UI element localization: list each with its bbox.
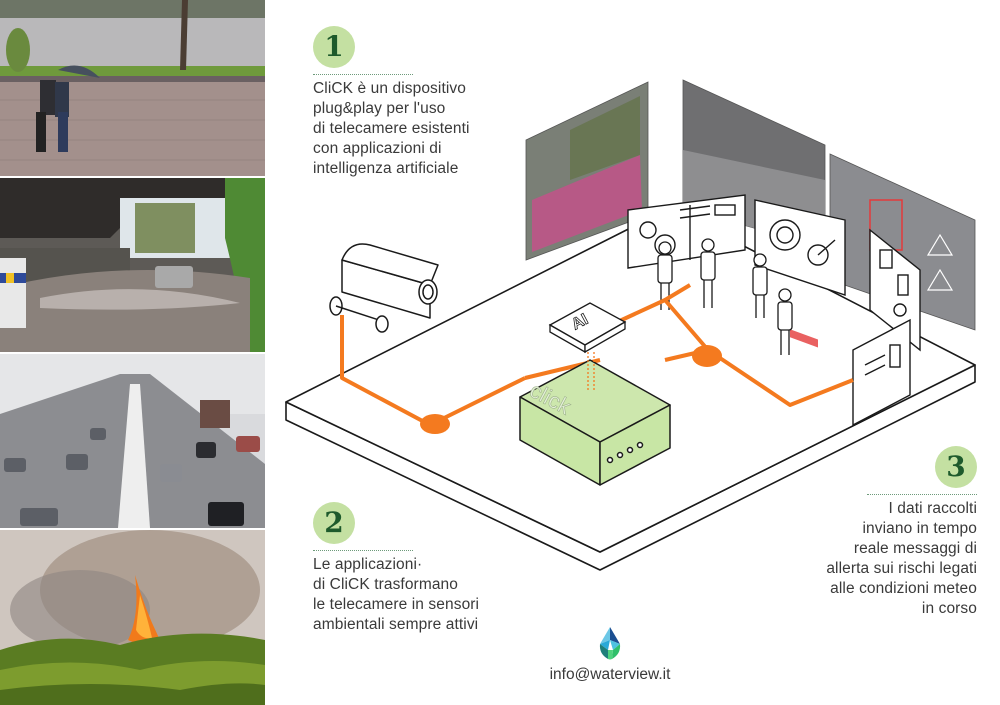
person-4: [777, 288, 793, 355]
step-2-text: Le applicazioni· di CliCK trasformano le…: [313, 555, 479, 635]
step-3-text: I dati raccolti inviano in tempo reale m…: [826, 499, 977, 619]
step-3-line: I dati raccolti: [888, 500, 977, 517]
ai-chip-icon: [548, 302, 627, 390]
step-2-line: le telecamere in sensori: [313, 596, 480, 613]
water-drop-logo-icon: [599, 627, 621, 660]
person-2: [700, 238, 716, 308]
cable-node-2: [692, 345, 722, 367]
platform: [285, 207, 976, 571]
step-2-line: di CliCK trasformano: [313, 576, 458, 593]
step-2-line: Le applicazioni·: [313, 556, 423, 573]
step-3-divider: [867, 494, 977, 495]
step-1-line: con applicazioni di: [313, 140, 442, 157]
photo-strip: [0, 0, 265, 705]
step-3-line: alle condizioni meteo: [830, 580, 977, 597]
step-1-line: di telecamere esistenti: [313, 120, 470, 137]
contact-email-link[interactable]: info@waterview.it: [549, 666, 671, 683]
step-2: 2 Le applicazioni· di CliCK trasformano …: [313, 502, 479, 635]
step-1-number-badge: 1: [313, 26, 355, 68]
cctv-camera-icon: [329, 243, 439, 333]
footer: info@waterview.it: [530, 626, 690, 684]
step-3-line: allerta sui rischi legati: [826, 560, 977, 577]
isometric-illustration: click AI: [270, 60, 1000, 620]
photo-snow: [0, 354, 265, 528]
platform-top: [285, 207, 976, 553]
step-1-line: CliCK è un dispositivo: [313, 80, 466, 97]
step-2-number-badge: 2: [313, 502, 355, 544]
click-device: [519, 359, 671, 486]
screen-flood-pink: [525, 81, 649, 261]
cable-node-1: [420, 414, 450, 434]
step-1: 1 CliCK è un dispositivo plug&play per l…: [313, 26, 470, 179]
photo-rain: [0, 0, 265, 176]
photo-flood: [0, 178, 265, 352]
dashboard-board-4: [852, 318, 911, 427]
person-3: [752, 253, 768, 318]
step-2-line: ambientali sempre attivi: [313, 616, 479, 633]
dashboard-board-3: [869, 228, 921, 352]
step-3-number-badge: 3: [935, 446, 977, 488]
step-1-line: intelligenza artificiale: [313, 160, 459, 177]
person-1: [657, 241, 673, 310]
step-1-line: plug&play per l'uso: [313, 100, 446, 117]
step-3: 3 I dati raccolti inviano in tempo reale…: [826, 446, 977, 619]
dashboard-board-2: [754, 199, 846, 296]
people: [657, 238, 793, 355]
step-3-line: reale messaggi di: [853, 540, 977, 557]
step-1-divider: [313, 74, 413, 75]
step-2-divider: [313, 550, 413, 551]
ai-chip-label: AI: [569, 311, 591, 334]
photo-fire: [0, 530, 265, 705]
step-1-text: CliCK è un dispositivo plug&play per l'u…: [313, 79, 470, 179]
step-3-line: inviano in tempo: [862, 520, 977, 537]
step-3-line: in corso: [921, 600, 977, 617]
